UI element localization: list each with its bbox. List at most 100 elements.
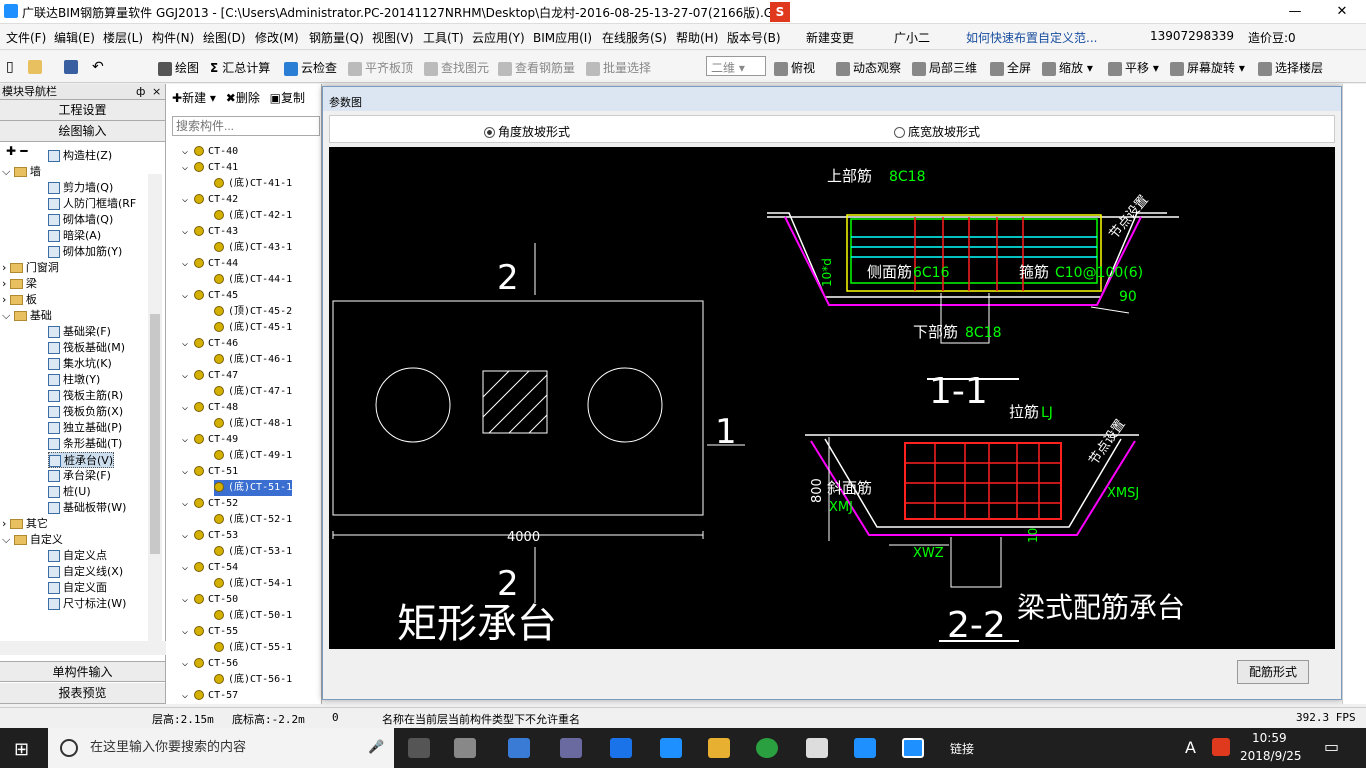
menu-component[interactable]: 构件(N): [152, 31, 195, 45]
nav-tree-item[interactable]: 筏板主筋(R): [48, 388, 123, 404]
component-list-item[interactable]: ⌵ CT-44: [182, 256, 238, 272]
component-list-item[interactable]: ⌵ CT-43: [182, 224, 238, 240]
chevron-down-icon[interactable]: ⌵: [182, 594, 195, 605]
flush-top-button[interactable]: 平齐板顶: [348, 59, 413, 76]
nav-tree-item[interactable]: 砌体加筋(Y): [48, 244, 122, 260]
component-list-item[interactable]: ⌵ CT-42: [182, 192, 238, 208]
menu-new-change[interactable]: 新建变更: [806, 31, 855, 45]
chevron-down-icon[interactable]: ⌵: [182, 690, 195, 701]
chevron-down-icon[interactable]: ⌵: [182, 194, 195, 205]
component-list-item[interactable]: ⌵ CT-45: [182, 288, 238, 304]
cloud-check-button[interactable]: 云检查: [284, 59, 337, 76]
notification-icon[interactable]: ▭: [1324, 737, 1340, 756]
component-list-item[interactable]: (底)CT-56-1: [214, 672, 292, 688]
chevron-down-icon[interactable]: ⌵: [182, 562, 195, 573]
component-list-item[interactable]: (底)CT-46-1: [214, 352, 292, 368]
find-element-button[interactable]: 查找图元: [424, 59, 489, 76]
component-list-item[interactable]: ⌵ CT-40: [182, 144, 238, 160]
component-list-item[interactable]: ⌵ CT-55: [182, 624, 238, 640]
nav-folder[interactable]: › 梁: [2, 276, 37, 292]
delete-component-button[interactable]: ✖删除: [225, 91, 260, 105]
nav-close-icon[interactable]: ×: [152, 85, 162, 98]
chevron-down-icon[interactable]: ⌵: [182, 530, 195, 541]
chevron-down-icon[interactable]: ⌵: [182, 162, 195, 173]
close-button[interactable]: ✕: [1336, 4, 1348, 19]
component-list-item[interactable]: ⌵ CT-52: [182, 496, 238, 512]
component-list-item[interactable]: (底)CT-44-1: [214, 272, 292, 288]
zoom-button[interactable]: 缩放 ▾: [1042, 59, 1093, 76]
menu-floor[interactable]: 楼层(L): [103, 31, 144, 45]
chevron-down-icon[interactable]: ⌵: [182, 338, 195, 349]
dynamic-view-button[interactable]: 动态观察: [836, 59, 901, 76]
select-floor-button[interactable]: 选择楼层: [1258, 59, 1323, 76]
menu-rebar-qty[interactable]: 钢筋量(Q): [309, 31, 364, 45]
component-list-item[interactable]: (底)CT-52-1: [214, 512, 292, 528]
nav-tree-item[interactable]: 尺寸标注(W): [48, 596, 126, 612]
menu-cost-beans[interactable]: 造价豆:0: [1248, 31, 1296, 45]
nav-folder[interactable]: ⌵ 自定义: [2, 532, 63, 548]
nav-tree-item[interactable]: 暗梁(A): [48, 228, 101, 244]
component-list-item[interactable]: ⌵ CT-41: [182, 160, 238, 176]
pan-button[interactable]: 平移 ▾: [1108, 59, 1159, 76]
chevron-down-icon[interactable]: ⌵: [2, 309, 14, 322]
app-fan-icon[interactable]: [454, 738, 476, 758]
chevron-down-icon[interactable]: ⌵: [182, 226, 195, 237]
menu-guangxiaoer[interactable]: 广小二: [894, 31, 931, 45]
component-list-item[interactable]: ⌵ CT-50: [182, 592, 238, 608]
mic-icon[interactable]: 🎤: [368, 740, 385, 755]
new-component-button[interactable]: ✚新建 ▾: [172, 91, 216, 105]
nav-folder[interactable]: › 门窗洞: [2, 260, 59, 276]
save-icon[interactable]: [64, 59, 81, 74]
ie-blue-icon[interactable]: [660, 738, 682, 758]
component-list-item[interactable]: (底)CT-51-1: [214, 480, 293, 496]
radio-width-slope[interactable]: 底宽放坡形式: [894, 123, 980, 140]
component-list-item[interactable]: (底)CT-45-1: [214, 320, 292, 336]
clock-date[interactable]: 2018/9/25: [1240, 749, 1302, 763]
nav-folder[interactable]: ⌵ 墙: [2, 164, 41, 180]
nav-tree-item[interactable]: 自定义点: [48, 548, 107, 564]
component-list-item[interactable]: ⌵ CT-46: [182, 336, 238, 352]
chevron-down-icon[interactable]: ⌵: [2, 533, 14, 546]
component-list-item[interactable]: (底)CT-54-1: [214, 576, 292, 592]
nav-tree-item[interactable]: 自定义面: [48, 580, 107, 596]
menu-draw[interactable]: 绘图(D): [203, 31, 246, 45]
nav-tree-item[interactable]: 集水坑(K): [48, 356, 112, 372]
nav-tree-item[interactable]: 筏板负筋(X): [48, 404, 123, 420]
project-settings-button[interactable]: 工程设置: [0, 100, 165, 121]
rebar-form-button[interactable]: 配筋形式: [1237, 660, 1309, 684]
view-rebar-button[interactable]: 查看钢筋量: [498, 59, 575, 76]
menu-help[interactable]: 帮助(H): [676, 31, 719, 45]
ime-a-label[interactable]: A: [1185, 738, 1196, 757]
full-screen-button[interactable]: 全屏: [990, 59, 1031, 76]
nav-folder[interactable]: ⌵ 基础: [2, 308, 52, 324]
component-list-item[interactable]: (底)CT-43-1: [214, 240, 292, 256]
new-file-icon[interactable]: ▯: [6, 59, 14, 75]
local-3d-button[interactable]: 局部三维: [912, 59, 977, 76]
report-preview-button[interactable]: 报表预览: [0, 683, 165, 704]
minimize-button[interactable]: —: [1288, 4, 1302, 19]
top-view-button[interactable]: 俯视: [774, 59, 815, 76]
pin-icon[interactable]: ф: [136, 85, 146, 98]
ime-toolbar[interactable]: S: [770, 2, 970, 22]
component-list-item[interactable]: (底)CT-47-1: [214, 384, 292, 400]
menu-edit[interactable]: 编辑(E): [54, 31, 95, 45]
nav-tree-item[interactable]: 自定义线(X): [48, 564, 123, 580]
component-list-item[interactable]: (底)CT-53-1: [214, 544, 292, 560]
nav-tree-item[interactable]: 人防门框墙(RF: [48, 196, 136, 212]
menu-help-link[interactable]: 如何快速布置自定义范...: [966, 31, 1098, 45]
component-list-item[interactable]: (底)CT-41-1: [214, 176, 292, 192]
chevron-down-icon[interactable]: ⌵: [182, 402, 195, 413]
copy-component-button[interactable]: ▣复制: [269, 91, 306, 105]
component-list-item[interactable]: ⌵ CT-57: [182, 688, 238, 702]
edge-icon[interactable]: [610, 738, 632, 758]
file-explorer-icon[interactable]: [708, 738, 730, 758]
component-list-item[interactable]: ⌵ CT-53: [182, 528, 238, 544]
chevron-right-icon[interactable]: ›: [2, 293, 10, 306]
nav-tree-item[interactable]: 基础板带(W): [48, 500, 126, 516]
menu-view[interactable]: 视图(V): [372, 31, 414, 45]
chevron-down-icon[interactable]: ⌵: [182, 290, 195, 301]
component-list-item[interactable]: ⌵ CT-49: [182, 432, 238, 448]
nav-tree-item[interactable]: 柱墩(Y): [48, 372, 100, 388]
chevron-right-icon[interactable]: ›: [2, 277, 10, 290]
